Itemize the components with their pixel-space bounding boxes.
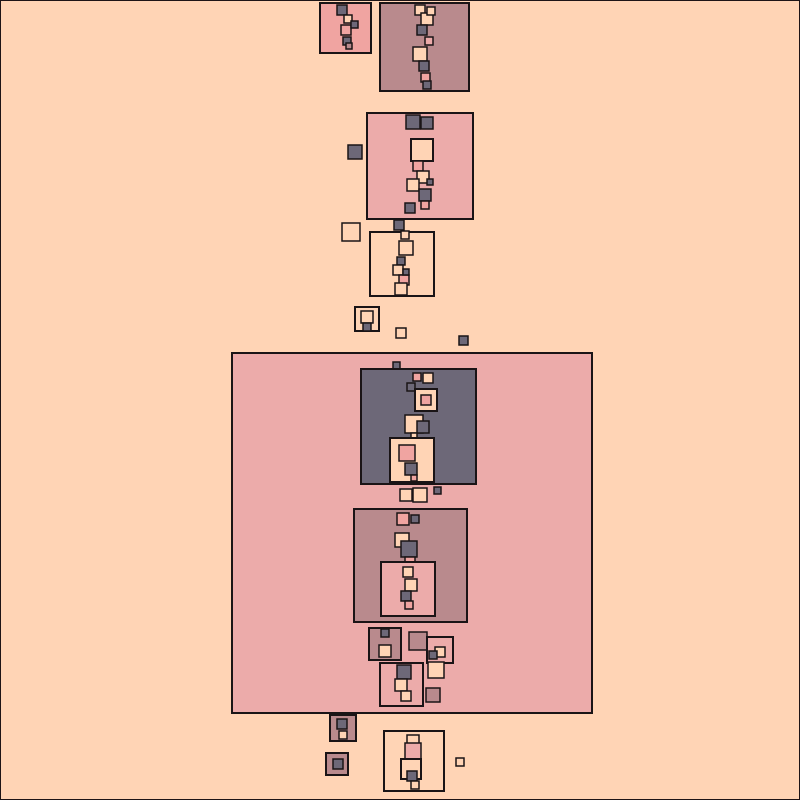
- square-41: [360, 310, 374, 324]
- square-32: [393, 219, 405, 231]
- square-94: [404, 742, 422, 760]
- square-76: [378, 644, 392, 658]
- square-72: [400, 590, 412, 602]
- square-17: [424, 36, 434, 46]
- square-61: [412, 487, 428, 503]
- square-7: [350, 20, 359, 29]
- square-small-dark: [347, 144, 363, 160]
- square-29: [426, 178, 434, 186]
- square-54: [416, 420, 430, 434]
- square-36: [392, 264, 404, 276]
- square-62: [433, 486, 442, 495]
- square-25: [406, 178, 420, 192]
- square-91: [332, 758, 344, 770]
- square-64: [396, 512, 410, 526]
- square-22: [410, 138, 434, 162]
- square-77: [408, 631, 428, 651]
- square-35: [396, 256, 406, 266]
- square-98: [455, 757, 465, 767]
- square-75: [380, 628, 390, 638]
- square-48: [412, 372, 422, 382]
- square-83: [394, 678, 408, 692]
- square-16: [426, 6, 436, 16]
- square-39: [402, 268, 410, 276]
- square-11: [416, 24, 428, 36]
- square-57: [398, 444, 416, 462]
- square-50: [406, 382, 416, 392]
- square-88: [336, 718, 348, 730]
- square-70: [402, 566, 414, 578]
- square-12: [412, 46, 428, 62]
- square-85: [427, 661, 445, 679]
- square-21: [420, 116, 434, 130]
- square-20: [405, 114, 421, 130]
- square-9: [414, 4, 426, 16]
- square-33: [400, 230, 410, 240]
- square-49: [422, 372, 434, 384]
- square-15: [422, 80, 432, 90]
- square-4: [343, 14, 353, 24]
- square-5: [340, 24, 352, 36]
- square-23: [412, 160, 424, 172]
- square-26: [418, 188, 432, 202]
- square-44: [458, 335, 469, 346]
- square-97: [410, 780, 420, 790]
- square-60: [399, 488, 413, 502]
- square-34: [398, 240, 414, 256]
- square-13: [418, 60, 430, 72]
- square-27: [404, 202, 416, 214]
- square-84: [400, 690, 412, 702]
- square-71: [404, 578, 418, 592]
- square-58: [404, 462, 418, 476]
- square-42: [362, 322, 372, 332]
- square-46: [392, 361, 401, 370]
- square-small-outline: [341, 222, 361, 242]
- square-43: [395, 327, 407, 339]
- square-80: [428, 650, 438, 660]
- square-28: [420, 200, 430, 210]
- square-89: [338, 730, 348, 740]
- square-96: [406, 770, 418, 782]
- square-86: [425, 687, 441, 703]
- square-38: [394, 282, 408, 296]
- square-67: [400, 540, 418, 558]
- square-59: [410, 474, 418, 482]
- square-3: [336, 4, 348, 16]
- square-82: [396, 664, 412, 680]
- square-52: [420, 394, 432, 406]
- square-65: [410, 514, 420, 524]
- square-24: [416, 170, 430, 184]
- square-73: [404, 600, 414, 610]
- square-8: [345, 42, 353, 50]
